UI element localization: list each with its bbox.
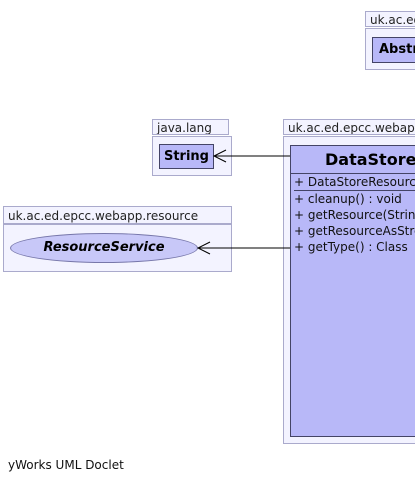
package-top-right-label: uk.ac.ed.epcc.webapp bbox=[370, 13, 415, 27]
arrowhead-resource-service bbox=[196, 241, 211, 255]
member-get-type: + getType() : Class bbox=[294, 240, 408, 254]
class-abstract[interactable]: Abstr bbox=[372, 37, 415, 63]
member-get-resource-as-stream: + getResourceAsStream bbox=[294, 224, 415, 238]
package-top-right-tab: uk.ac.ed.epcc.webapp bbox=[365, 11, 415, 27]
package-main-tab: uk.ac.ed.epcc.webapp bbox=[283, 119, 415, 135]
member-constructor: + DataStoreResource bbox=[294, 174, 415, 191]
class-string-label: String bbox=[163, 149, 209, 164]
class-string[interactable]: String bbox=[159, 144, 214, 169]
package-resource-tab: uk.ac.ed.epcc.webapp.resource bbox=[3, 206, 232, 224]
footer-credit: yWorks UML Doclet bbox=[8, 458, 124, 472]
interface-resource-service[interactable]: ResourceService bbox=[10, 233, 198, 263]
member-cleanup: + cleanup() : void bbox=[294, 192, 402, 206]
class-datastore[interactable]: DataStore + DataStoreResource + cleanup(… bbox=[290, 145, 415, 437]
class-datastore-title: DataStore bbox=[325, 150, 415, 169]
package-java-lang-label: java.lang bbox=[157, 121, 212, 135]
class-abstract-label: Abstr bbox=[379, 42, 415, 57]
arrowhead-string bbox=[212, 149, 227, 163]
class-datastore-members: + DataStoreResource + cleanup() : void +… bbox=[291, 174, 415, 255]
package-main-label: uk.ac.ed.epcc.webapp bbox=[288, 121, 415, 135]
package-java-lang-tab: java.lang bbox=[152, 119, 229, 135]
interface-resource-service-label: ResourceService bbox=[43, 240, 165, 255]
member-get-resource: + getResource(String bbox=[294, 208, 415, 222]
class-datastore-separator bbox=[291, 173, 415, 174]
package-resource-label: uk.ac.ed.epcc.webapp.resource bbox=[8, 209, 199, 223]
